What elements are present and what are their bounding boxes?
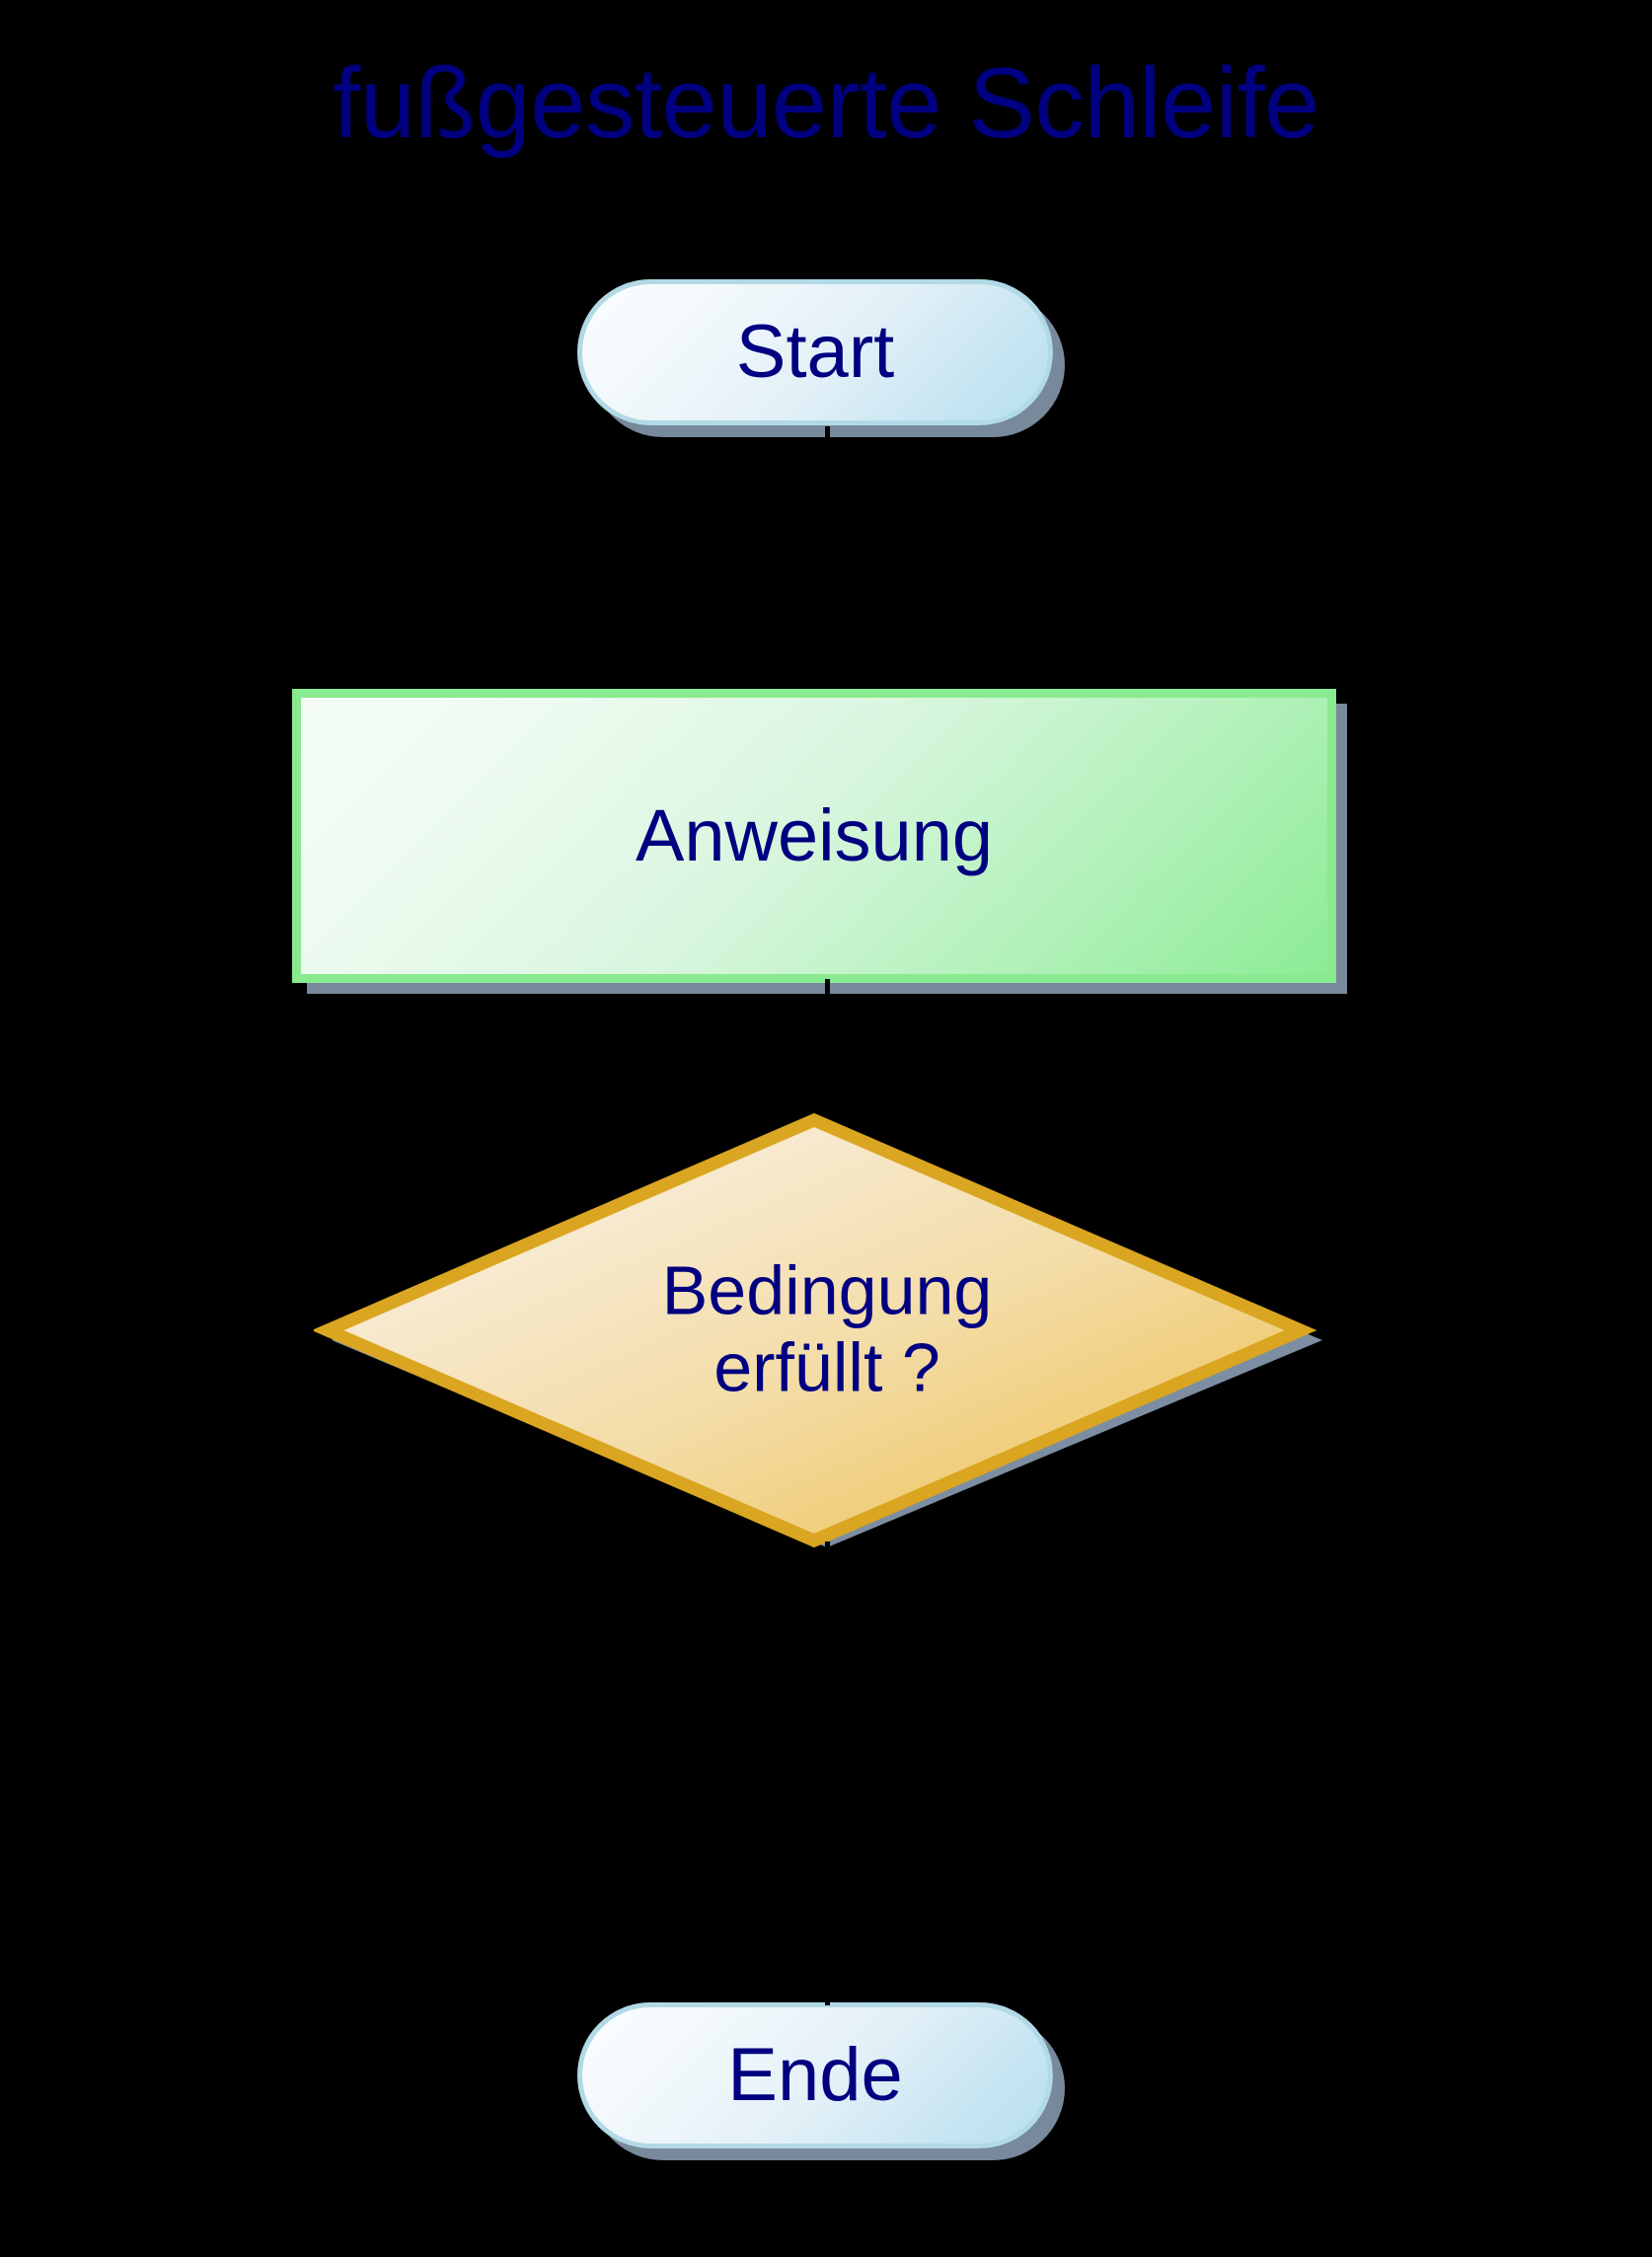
node-condition[interactable]: Bedingung erfüllt ? [314, 1113, 1340, 1557]
node-start[interactable]: Start [577, 279, 1053, 425]
node-end[interactable]: Ende [577, 2002, 1053, 2148]
connector-statement-to-condition [825, 979, 830, 1117]
node-end-label: Ende [727, 2033, 903, 2118]
connector-start-to-statement [825, 426, 830, 663]
node-statement[interactable]: Anweisung [292, 689, 1336, 983]
node-start-label: Start [735, 310, 895, 395]
node-statement-label: Anweisung [635, 793, 993, 876]
diamond-shape-icon [314, 1113, 1322, 1548]
page-title: fußgesteuerte Schleife [333, 48, 1319, 159]
diamond-body [314, 1113, 1317, 1548]
connector-condition-to-end [825, 1542, 830, 2005]
